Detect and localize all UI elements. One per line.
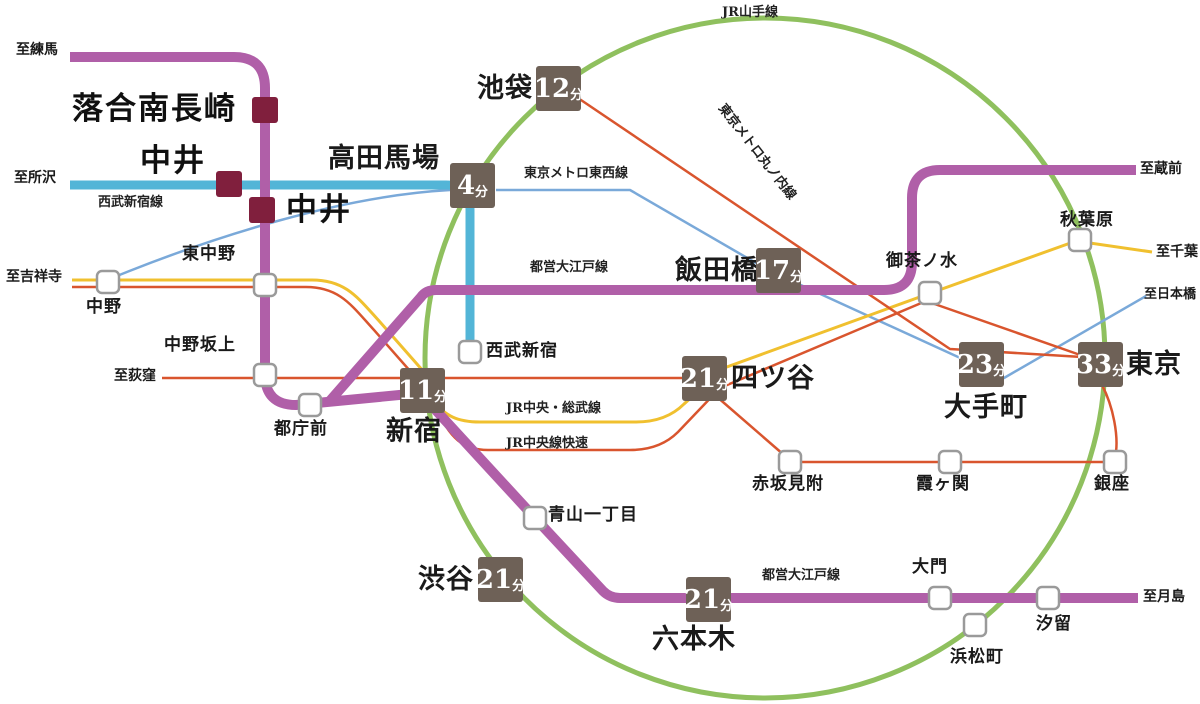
station-label-tochomae: 都庁前	[274, 419, 328, 439]
line-label-chuo-sobu: JR中央・総武線	[506, 401, 601, 416]
station-label-otemachi: 大手町	[944, 392, 1028, 423]
line-label-yamanote: JR山手線	[722, 5, 778, 20]
marunouchi-line-diagonal-path	[577, 96, 1083, 359]
home-square-nakai-seibu	[216, 171, 242, 197]
station-label-hamamatsucho: 浜松町	[950, 647, 1004, 667]
home-station-squares	[216, 97, 278, 223]
chuo-sobu-line-west-path	[72, 278, 426, 373]
station-label-shinjuku: 新宿	[386, 416, 442, 447]
direction-label-nerima: 至練馬	[16, 42, 58, 58]
line-label-oedo-top: 都営大江戸線	[530, 260, 609, 275]
station-label-iidabashi: 飯田橋	[675, 255, 759, 286]
station-marker-hamamatsucho	[962, 612, 988, 638]
station-marker-ginza	[1102, 449, 1128, 475]
time-value: 21	[683, 584, 721, 615]
station-marker-seibu-shinjuku	[457, 339, 483, 365]
station-marker-ochanomizu	[917, 280, 943, 306]
direction-label-tsukishima: 至月島	[1143, 589, 1185, 605]
station-label-roppongi: 六本木	[652, 624, 736, 655]
station-label-tokyo: 東京	[1126, 349, 1182, 380]
chuo-rapid-line-west-path	[72, 285, 419, 381]
station-label-kasumigaseki: 霞ヶ関	[916, 474, 970, 494]
oedo-line-branch-path	[324, 165, 1136, 407]
line-label-chuo-rapid: JR中央線快速	[506, 436, 588, 451]
direction-label-ogikubo: 至荻窪	[114, 368, 156, 384]
station-label-akasaka-mitsuke: 赤坂見附	[752, 474, 824, 494]
direction-label-nihombashi: 至日本橋	[1144, 287, 1197, 302]
time-unit: 分	[993, 364, 1007, 379]
time-unit: 分	[720, 599, 734, 614]
time-value: 21	[475, 564, 513, 595]
time-value: 33	[1075, 349, 1113, 380]
time-value: 17	[753, 255, 791, 286]
tozai-line-west-path	[111, 188, 451, 280]
station-label-daimon: 大門	[912, 557, 948, 577]
time-value: 4	[456, 170, 476, 201]
station-marker-tochomae	[297, 392, 323, 418]
time-unit: 分	[512, 579, 526, 594]
home-square-ochiai-minami-nagasaki	[252, 97, 278, 123]
station-marker-daimon	[927, 585, 953, 611]
station-label-shiodome: 汐留	[1036, 614, 1072, 634]
station-label-nakano-sakaue: 中野坂上	[164, 335, 236, 355]
home-square-nakai-oedo	[249, 197, 275, 223]
time-value: 23	[956, 349, 994, 380]
station-label-yotsuya: 四ツ谷	[731, 363, 815, 394]
direction-label-kichijoji: 至吉祥寺	[6, 269, 62, 285]
time-unit: 分	[1112, 364, 1126, 379]
station-label-higashi-nakano: 東中野	[182, 244, 236, 264]
line-label-oedo-bottom: 都営大江戸線	[762, 568, 841, 583]
station-label-nakai-oedo: 中井	[286, 192, 352, 228]
station-label-ginza: 銀座	[1094, 474, 1130, 494]
time-value: 21	[679, 363, 717, 394]
line-label-tozai: 東京メトロ東西線	[524, 166, 629, 181]
station-marker-nakano-sakaue	[252, 362, 278, 388]
time-value: 12	[533, 73, 571, 104]
station-label-nakano: 中野	[86, 297, 122, 317]
station-label-ikebukuro: 池袋	[477, 73, 533, 104]
station-marker-akasaka-mitsuke	[777, 449, 803, 475]
station-label-nakai-seibu: 中井	[140, 143, 206, 179]
direction-label-kuramae: 至蔵前	[1140, 161, 1182, 177]
station-marker-akihabara	[1067, 227, 1093, 253]
oedo-line-main-path	[70, 52, 1138, 603]
station-label-seibu-shinjuku: 西武新宿	[486, 341, 558, 361]
tozai-line-east-path	[496, 188, 1147, 380]
station-label-ochanomizu: 御茶ノ水	[886, 251, 958, 271]
station-label-shibuya: 渋谷	[418, 564, 474, 595]
time-unit: 分	[475, 185, 489, 200]
line-label-seibu-shinjuku: 西武新宿線	[98, 195, 164, 210]
station-label-akihabara: 秋葉原	[1060, 210, 1114, 230]
time-value: 11	[397, 375, 435, 406]
time-unit: 分	[570, 88, 584, 103]
station-marker-nakano	[95, 269, 121, 295]
direction-label-tokorozawa: 至所沢	[14, 170, 56, 186]
station-markers	[95, 227, 1128, 638]
time-unit: 分	[790, 270, 804, 285]
chuo-sobu-line-east-path	[428, 239, 1153, 424]
station-label-takadanobaba: 高田馬場	[328, 143, 440, 174]
station-label-aoyama-itchome: 青山一丁目	[548, 505, 638, 525]
time-unit: 分	[716, 378, 730, 393]
marunouchi-line-loop-path	[715, 384, 1118, 464]
direction-label-chiba: 至千葉	[1156, 244, 1198, 260]
station-label-ochiai-minami-nagasaki: 落合南長崎	[72, 91, 237, 127]
station-marker-aoyama-itchome	[522, 505, 548, 531]
station-marker-shiodome	[1035, 585, 1061, 611]
station-marker-kasumigaseki	[937, 449, 963, 475]
time-unit: 分	[434, 390, 448, 405]
station-marker-higashi-nakano	[252, 272, 278, 298]
